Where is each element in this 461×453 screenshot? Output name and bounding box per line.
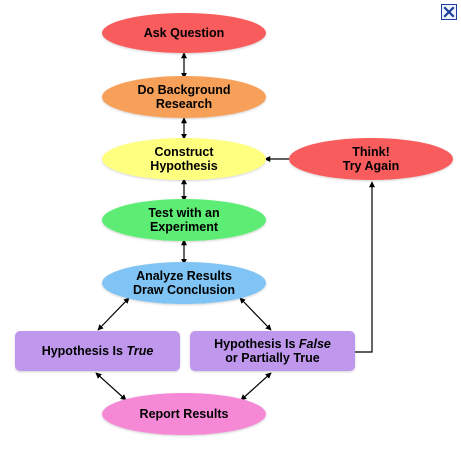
test-experiment-label: Test with an Experiment — [148, 206, 220, 234]
hypothesis-false-label: Hypothesis Is False or Partially True — [214, 337, 331, 365]
arrow-analyze-to-false — [239, 297, 272, 331]
report-results-label: Report Results — [139, 407, 229, 421]
arrow-analyze-to-true — [97, 297, 130, 331]
construct-hypothesis-node — [102, 138, 266, 180]
report-results-node — [102, 393, 266, 435]
ask-question-node — [102, 13, 266, 53]
hypothesis-true-label: Hypothesis Is True — [41, 344, 154, 358]
think-try-again-label: Think! Try Again — [342, 145, 400, 173]
test-experiment-node — [102, 199, 266, 241]
hypothesis-true-node — [15, 331, 180, 371]
ask-question-label: Ask Question — [143, 26, 225, 40]
analyze-results-node — [102, 262, 266, 304]
background-research-node — [102, 76, 266, 118]
arrow-false-to-think — [355, 181, 375, 353]
analyze-results-label: Analyze Results Draw Conclusion — [132, 269, 236, 297]
construct-hypothesis-label: Construct Hypothesis — [150, 145, 218, 173]
background-research-label: Do Background Research — [137, 83, 231, 111]
hypothesis-false-node — [190, 331, 355, 371]
close-x-icon — [443, 6, 455, 18]
arrow-true-to-report — [95, 372, 127, 401]
close-button[interactable] — [441, 4, 457, 20]
think-try-again-node — [289, 138, 453, 180]
arrow-false-to-report — [240, 372, 272, 401]
